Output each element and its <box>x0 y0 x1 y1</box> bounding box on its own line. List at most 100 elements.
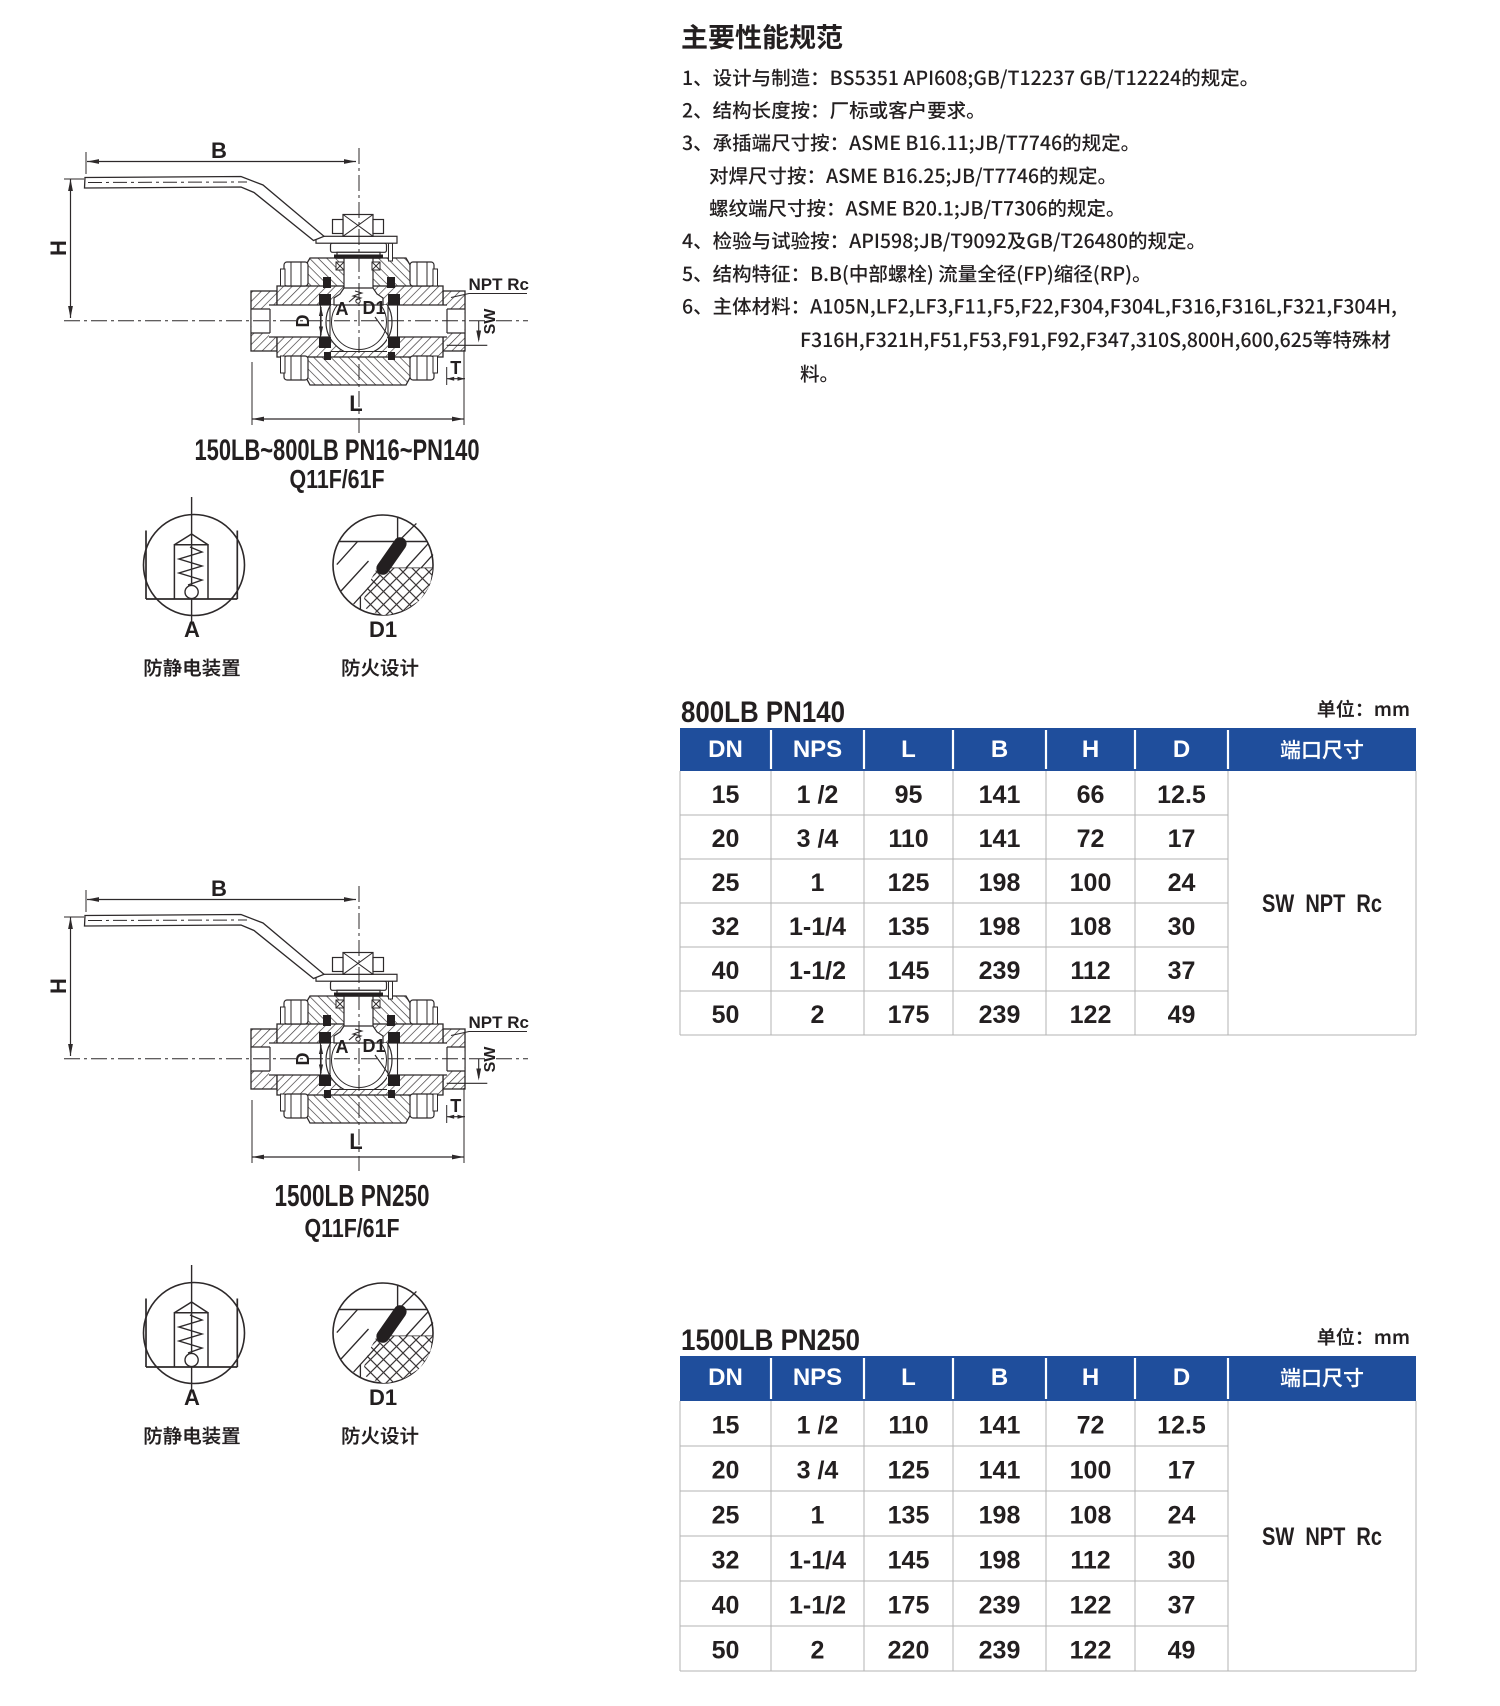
svg-text:A: A <box>336 299 349 319</box>
svg-text:D: D <box>1173 1364 1190 1391</box>
svg-text:1-1/2: 1-1/2 <box>789 957 846 985</box>
svg-text:72: 72 <box>1077 825 1105 853</box>
svg-text:122: 122 <box>1070 1592 1112 1620</box>
svg-text:30: 30 <box>1168 913 1196 941</box>
svg-text:1500LB PN250: 1500LB PN250 <box>681 1324 860 1357</box>
svg-text:49: 49 <box>1168 1001 1196 1029</box>
svg-text:2: 2 <box>811 1001 825 1029</box>
svg-text:50: 50 <box>712 1001 740 1029</box>
svg-text:122: 122 <box>1070 1001 1112 1029</box>
svg-text:95: 95 <box>895 781 923 809</box>
svg-text:1-1/2: 1-1/2 <box>789 1592 846 1620</box>
svg-text:D1: D1 <box>362 298 385 318</box>
svg-text:NPS: NPS <box>793 1364 842 1391</box>
svg-text:198: 198 <box>979 913 1021 941</box>
svg-text:NPS: NPS <box>793 736 842 763</box>
svg-text:12.5: 12.5 <box>1157 781 1206 809</box>
svg-text:1 /2: 1 /2 <box>797 781 839 809</box>
svg-text:SW: SW <box>482 308 499 335</box>
svg-text:1500LB PN250: 1500LB PN250 <box>275 1178 430 1213</box>
svg-text:1-1/4: 1-1/4 <box>789 1547 846 1575</box>
svg-text:72: 72 <box>1077 1412 1105 1440</box>
svg-text:100: 100 <box>1070 869 1112 897</box>
svg-text:239: 239 <box>979 1592 1021 1620</box>
svg-text:1: 1 <box>811 1502 825 1530</box>
svg-text:108: 108 <box>1070 1502 1112 1530</box>
svg-text:141: 141 <box>979 1457 1021 1485</box>
svg-text:3 /4: 3 /4 <box>797 1457 839 1485</box>
svg-text:40: 40 <box>712 1592 740 1620</box>
svg-text:141: 141 <box>979 781 1021 809</box>
svg-text:239: 239 <box>979 1001 1021 1029</box>
svg-text:110: 110 <box>888 825 928 853</box>
svg-text:D1: D1 <box>369 617 397 642</box>
svg-text:1: 1 <box>811 869 825 897</box>
svg-text:20: 20 <box>712 825 740 853</box>
svg-text:B: B <box>991 736 1008 763</box>
svg-text:100: 100 <box>1070 1457 1112 1485</box>
svg-text:141: 141 <box>979 1412 1021 1440</box>
svg-text:198: 198 <box>979 1547 1021 1575</box>
svg-text:H: H <box>1082 1364 1099 1391</box>
svg-text:135: 135 <box>888 913 930 941</box>
svg-text:1 /2: 1 /2 <box>797 1412 839 1440</box>
svg-text:145: 145 <box>888 957 930 985</box>
svg-text:H: H <box>1082 736 1099 763</box>
svg-text:15: 15 <box>712 1412 740 1440</box>
svg-text:37: 37 <box>1168 957 1196 985</box>
svg-text:198: 198 <box>979 1502 1021 1530</box>
svg-text:2: 2 <box>811 1637 825 1665</box>
svg-text:D: D <box>293 315 313 328</box>
svg-text:Q11F/61F: Q11F/61F <box>305 1213 400 1243</box>
svg-text:DN: DN <box>708 1364 743 1391</box>
svg-text:DN: DN <box>708 736 743 763</box>
svg-text:32: 32 <box>712 913 740 941</box>
svg-text:112: 112 <box>1070 957 1110 985</box>
svg-text:220: 220 <box>888 1637 930 1665</box>
svg-text:17: 17 <box>1168 825 1196 853</box>
svg-text:122: 122 <box>1070 1637 1112 1665</box>
svg-text:25: 25 <box>712 869 740 897</box>
svg-text:T: T <box>450 358 461 378</box>
svg-text:800LB PN140: 800LB PN140 <box>681 696 845 729</box>
svg-text:B: B <box>211 138 227 163</box>
svg-text:A: A <box>184 617 200 642</box>
svg-text:40: 40 <box>712 957 740 985</box>
svg-text:SW NPT Rc: SW NPT Rc <box>1262 1523 1382 1551</box>
svg-text:125: 125 <box>888 869 930 897</box>
svg-text:112: 112 <box>1070 1547 1110 1575</box>
svg-text:24: 24 <box>1168 869 1196 897</box>
svg-text:30: 30 <box>1168 1547 1196 1575</box>
svg-text:1-1/4: 1-1/4 <box>789 913 846 941</box>
svg-text:110: 110 <box>888 1412 928 1440</box>
svg-text:135: 135 <box>888 1502 930 1530</box>
svg-text:Q11F/61F: Q11F/61F <box>290 464 385 494</box>
svg-text:12.5: 12.5 <box>1157 1412 1206 1440</box>
svg-text:198: 198 <box>979 869 1021 897</box>
svg-text:25: 25 <box>712 1502 740 1530</box>
svg-text:175: 175 <box>888 1592 930 1620</box>
svg-text:B: B <box>991 1364 1008 1391</box>
svg-text:L: L <box>901 736 916 763</box>
svg-text:15: 15 <box>712 781 740 809</box>
svg-text:NPT Rc: NPT Rc <box>469 275 529 294</box>
svg-text:50: 50 <box>712 1637 740 1665</box>
svg-text:239: 239 <box>979 957 1021 985</box>
svg-text:SW NPT Rc: SW NPT Rc <box>1262 890 1382 918</box>
svg-text:108: 108 <box>1070 913 1112 941</box>
svg-text:150LB~800LB PN16~PN140: 150LB~800LB PN16~PN140 <box>195 434 480 467</box>
svg-text:H: H <box>46 240 71 256</box>
svg-text:141: 141 <box>979 825 1021 853</box>
svg-text:17: 17 <box>1168 1457 1196 1485</box>
svg-text:145: 145 <box>888 1547 930 1575</box>
svg-text:32: 32 <box>712 1547 740 1575</box>
svg-text:20: 20 <box>712 1457 740 1485</box>
svg-text:175: 175 <box>888 1001 930 1029</box>
svg-text:66: 66 <box>1077 781 1105 809</box>
svg-text:125: 125 <box>888 1457 930 1485</box>
svg-text:239: 239 <box>979 1637 1021 1665</box>
svg-text:37: 37 <box>1168 1592 1196 1620</box>
svg-text:L: L <box>349 391 362 416</box>
svg-text:3 /4: 3 /4 <box>797 825 839 853</box>
svg-text:24: 24 <box>1168 1502 1196 1530</box>
